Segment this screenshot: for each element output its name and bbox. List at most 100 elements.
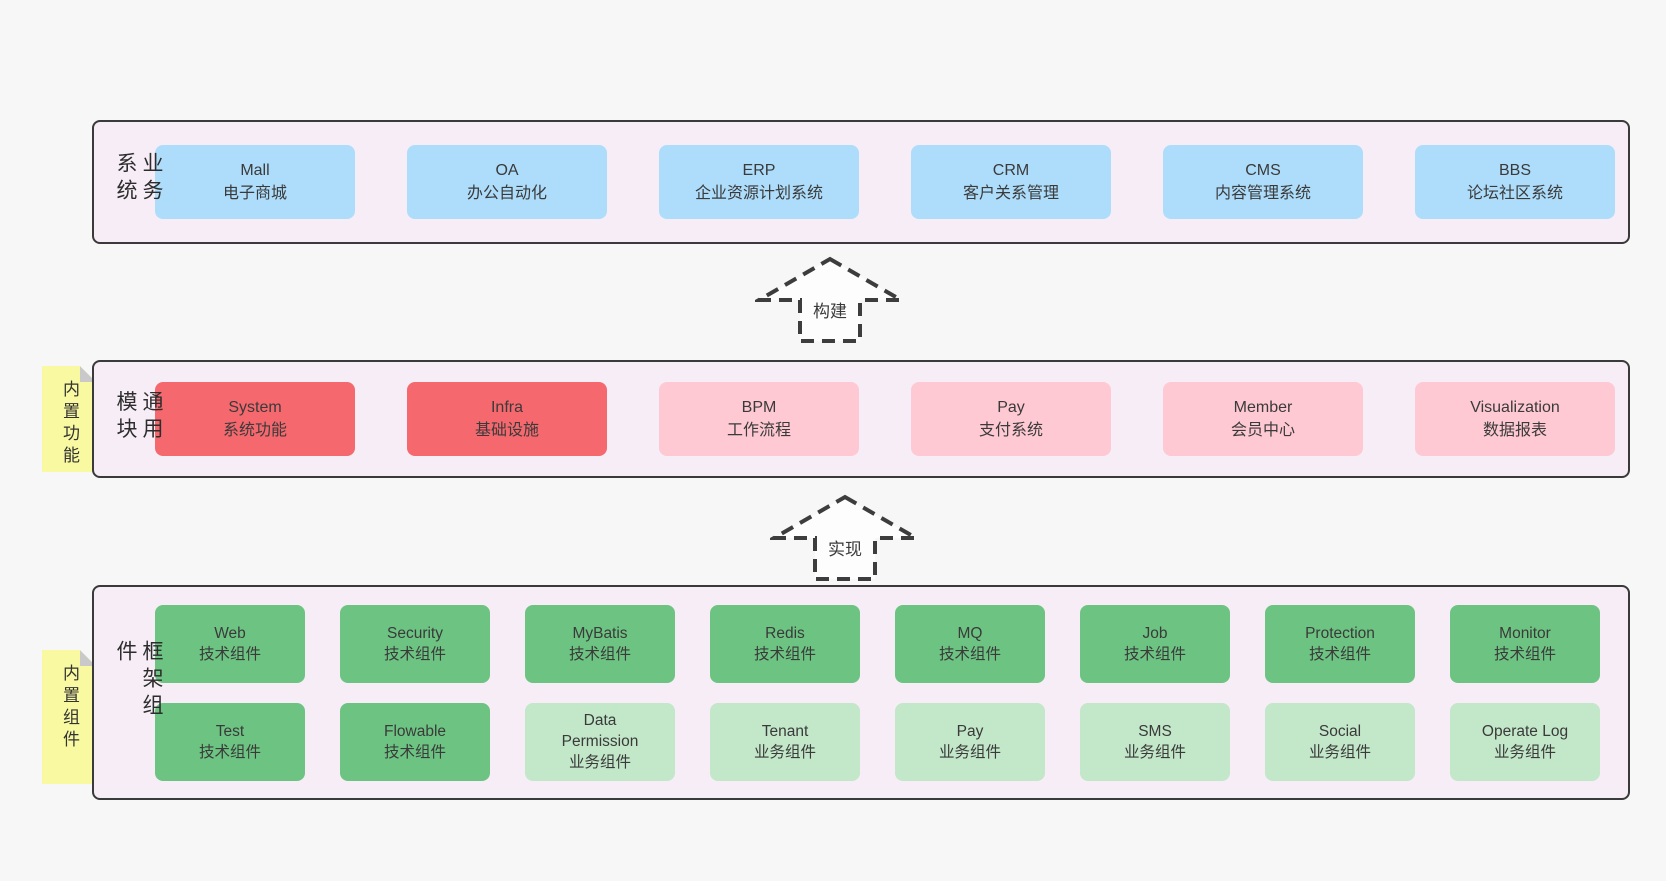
box-security: Security 技术组件 xyxy=(340,604,490,683)
box-subtitle: 技术组件 xyxy=(198,743,261,761)
box-cms: CMS 内容管理系统 xyxy=(1163,145,1363,219)
box-protection: Protection 技术组件 xyxy=(1265,604,1415,683)
framework-components-panel: 框架组件 Web 技术组件 Security 技术组件 MyBatis 技术组件… xyxy=(92,585,1630,800)
box-subtitle: 技术组件 xyxy=(383,743,446,761)
box-title: CRM xyxy=(992,162,1030,179)
box-title: Infra xyxy=(490,399,523,416)
box-title: Security xyxy=(387,624,443,642)
framework-row-2: Test 技术组件 Flowable 技术组件 Data Permission … xyxy=(155,702,1600,781)
box-subtitle: 业务组件 xyxy=(1123,743,1186,761)
box-crm: CRM 客户关系管理 xyxy=(911,145,1111,219)
box-visualization: Visualization 数据报表 xyxy=(1415,382,1615,456)
box-member: Member 会员中心 xyxy=(1163,382,1363,456)
box-subtitle: 技术组件 xyxy=(1308,645,1371,663)
common-modules-panel: 通用模块 System 系统功能 Infra 基础设施 BPM 工作流程 Pay… xyxy=(92,360,1630,478)
box-title: Redis xyxy=(765,624,805,642)
box-subtitle: 企业资源计划系统 xyxy=(694,185,823,202)
box-job: Job 技术组件 xyxy=(1080,604,1230,683)
box-erp: ERP 企业资源计划系统 xyxy=(659,145,859,219)
box-bbs: BBS 论坛社区系统 xyxy=(1415,145,1615,219)
modules-panel-label: 通用模块 xyxy=(114,390,163,445)
box-web: Web 技术组件 xyxy=(155,604,305,683)
framework-row-1: Web 技术组件 Security 技术组件 MyBatis 技术组件 Redi… xyxy=(155,604,1600,683)
box-flowable: Flowable 技术组件 xyxy=(340,702,490,781)
box-subtitle: 基础设施 xyxy=(474,422,539,439)
box-title: MyBatis xyxy=(572,624,628,642)
box-sms: SMS 业务组件 xyxy=(1080,702,1230,781)
box-title: Flowable xyxy=(383,722,447,740)
build-arrow-label: 构建 xyxy=(809,296,851,323)
box-title: Test xyxy=(215,722,245,740)
box-title: SMS xyxy=(1138,722,1172,740)
box-subtitle: 工作流程 xyxy=(726,422,791,439)
box-subtitle: 论坛社区系统 xyxy=(1466,185,1563,202)
build-arrow: 构建 xyxy=(755,256,905,344)
box-subtitle: 数据报表 xyxy=(1482,422,1547,439)
box-subtitle: 内容管理系统 xyxy=(1214,185,1311,202)
box-title: Web xyxy=(214,624,246,642)
box-title: Tenant xyxy=(761,722,809,740)
box-subtitle: 技术组件 xyxy=(938,645,1001,663)
box-bpm: BPM 工作流程 xyxy=(659,382,859,456)
box-title: BBS xyxy=(1498,162,1531,179)
implement-arrow-label: 实现 xyxy=(824,534,866,561)
module-boxes: System 系统功能 Infra 基础设施 BPM 工作流程 Pay 支付系统… xyxy=(155,382,1615,456)
box-title: OA xyxy=(495,162,519,179)
box-subtitle: 办公自动化 xyxy=(466,185,547,202)
box-mybatis: MyBatis 技术组件 xyxy=(525,604,675,683)
box-title: BPM xyxy=(741,399,777,416)
box-subtitle: 支付系统 xyxy=(978,422,1043,439)
note-built-in-features: 内置功能 xyxy=(42,366,96,472)
box-title: Operate Log xyxy=(1481,722,1569,740)
box-subtitle: 业务组件 xyxy=(568,754,631,771)
implement-arrow: 实现 xyxy=(770,494,920,582)
business-boxes: Mall 电子商城 OA 办公自动化 ERP 企业资源计划系统 CRM 客户关系… xyxy=(155,145,1615,219)
box-title: Visualization xyxy=(1470,399,1560,416)
box-subtitle: 技术组件 xyxy=(753,645,816,663)
box-data-permission: Data Permission 业务组件 xyxy=(525,702,675,781)
box-title: Mall xyxy=(240,162,270,179)
box-subtitle: 技术组件 xyxy=(383,645,446,663)
box-pay-module: Pay 支付系统 xyxy=(911,382,1111,456)
box-subtitle: 技术组件 xyxy=(1493,645,1556,663)
business-panel-label: 业务系统 xyxy=(114,152,163,206)
box-title: MQ xyxy=(957,624,983,642)
box-mall: Mall 电子商城 xyxy=(155,145,355,219)
box-subtitle: 业务组件 xyxy=(1308,743,1371,761)
box-system: System 系统功能 xyxy=(155,382,355,456)
box-subtitle: 客户关系管理 xyxy=(962,185,1059,202)
box-title: CMS xyxy=(1245,162,1281,179)
box-mq: MQ 技术组件 xyxy=(895,604,1045,683)
box-subtitle: 系统功能 xyxy=(222,422,287,439)
box-subtitle: 业务组件 xyxy=(753,743,816,761)
box-subtitle: 业务组件 xyxy=(938,743,1001,761)
box-title: Job xyxy=(1142,624,1168,642)
box-subtitle: 业务组件 xyxy=(1493,743,1556,761)
box-title: Pay xyxy=(997,399,1025,416)
box-operate-log: Operate Log 业务组件 xyxy=(1450,702,1600,781)
box-infra: Infra 基础设施 xyxy=(407,382,607,456)
box-oa: OA 办公自动化 xyxy=(407,145,607,219)
box-subtitle: 电子商城 xyxy=(222,185,287,202)
box-title: Pay xyxy=(956,722,984,740)
box-title: Monitor xyxy=(1499,624,1551,642)
box-tenant: Tenant 业务组件 xyxy=(710,702,860,781)
framework-panel-label: 框架组件 xyxy=(114,639,163,721)
box-title: ERP xyxy=(742,162,776,179)
box-social: Social 业务组件 xyxy=(1265,702,1415,781)
box-subtitle: 技术组件 xyxy=(1123,645,1186,663)
box-title: Social xyxy=(1318,722,1362,740)
note-text: 内置功能 xyxy=(60,380,79,468)
box-test: Test 技术组件 xyxy=(155,702,305,781)
box-redis: Redis 技术组件 xyxy=(710,604,860,683)
box-title: Protection xyxy=(1305,624,1375,642)
note-built-in-components: 内置组件 xyxy=(42,650,96,784)
box-subtitle: 技术组件 xyxy=(568,645,631,663)
box-title: Data Permission xyxy=(561,712,639,750)
box-title: System xyxy=(228,399,282,416)
note-text: 内置组件 xyxy=(60,664,79,752)
box-subtitle: 会员中心 xyxy=(1230,422,1295,439)
box-subtitle: 技术组件 xyxy=(198,645,261,663)
box-pay-component: Pay 业务组件 xyxy=(895,702,1045,781)
